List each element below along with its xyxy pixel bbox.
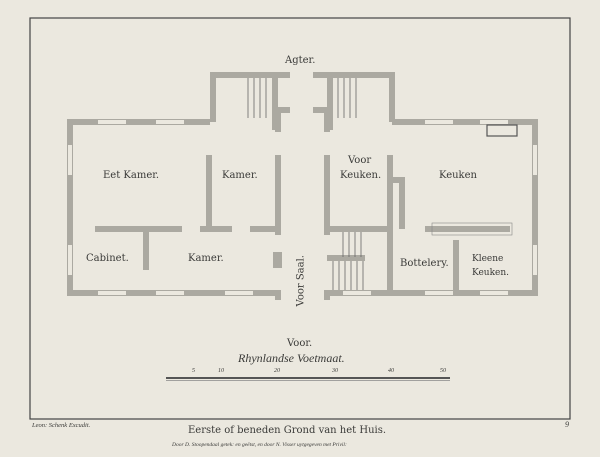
room-eet-kamer: Eet Kamer. bbox=[103, 170, 160, 181]
scale-tick: 30 bbox=[332, 368, 338, 374]
scale-bar bbox=[166, 377, 450, 381]
room-kamer-top: Kamer. bbox=[222, 170, 258, 181]
engraver-credit: Door D. Stoopendaal getek: en geëtst, en… bbox=[172, 442, 347, 448]
room-kleene-keuken-line2: Keuken. bbox=[472, 268, 510, 278]
label-back: Agter. bbox=[285, 55, 316, 66]
plate-number: 9 bbox=[565, 420, 569, 429]
room-voor-keuken-line2: Keuken. bbox=[340, 170, 382, 181]
scale-tick: 20 bbox=[274, 368, 280, 374]
hearth bbox=[431, 222, 513, 236]
stairs bbox=[247, 78, 364, 290]
publisher-credit: Leon: Schenk Excudit. bbox=[32, 422, 91, 429]
room-cabinet: Cabinet. bbox=[86, 253, 129, 264]
scale-tick: 40 bbox=[388, 368, 394, 374]
room-kleene-keuken-line1: Kleene bbox=[472, 254, 504, 264]
room-keuken: Keuken bbox=[439, 170, 477, 181]
room-voor-saal: Voor Saal. bbox=[295, 255, 307, 307]
windows bbox=[68, 120, 537, 295]
scale-tick: 10 bbox=[218, 368, 224, 374]
scale-tick: 5 bbox=[192, 368, 195, 374]
sink bbox=[486, 124, 518, 137]
plate-border bbox=[29, 17, 571, 420]
room-bottelery: Bottelery. bbox=[400, 258, 449, 269]
plate-title: Eerste of beneden Grond van het Huis. bbox=[188, 425, 387, 436]
room-voor-keuken-line1: Voor bbox=[348, 155, 372, 166]
room-kamer-bottom: Kamer. bbox=[188, 253, 224, 264]
scale-tick: 50 bbox=[440, 368, 446, 374]
scale-title: Rhynlandse Voetmaat. bbox=[238, 351, 345, 365]
label-front: Voor. bbox=[287, 338, 313, 349]
